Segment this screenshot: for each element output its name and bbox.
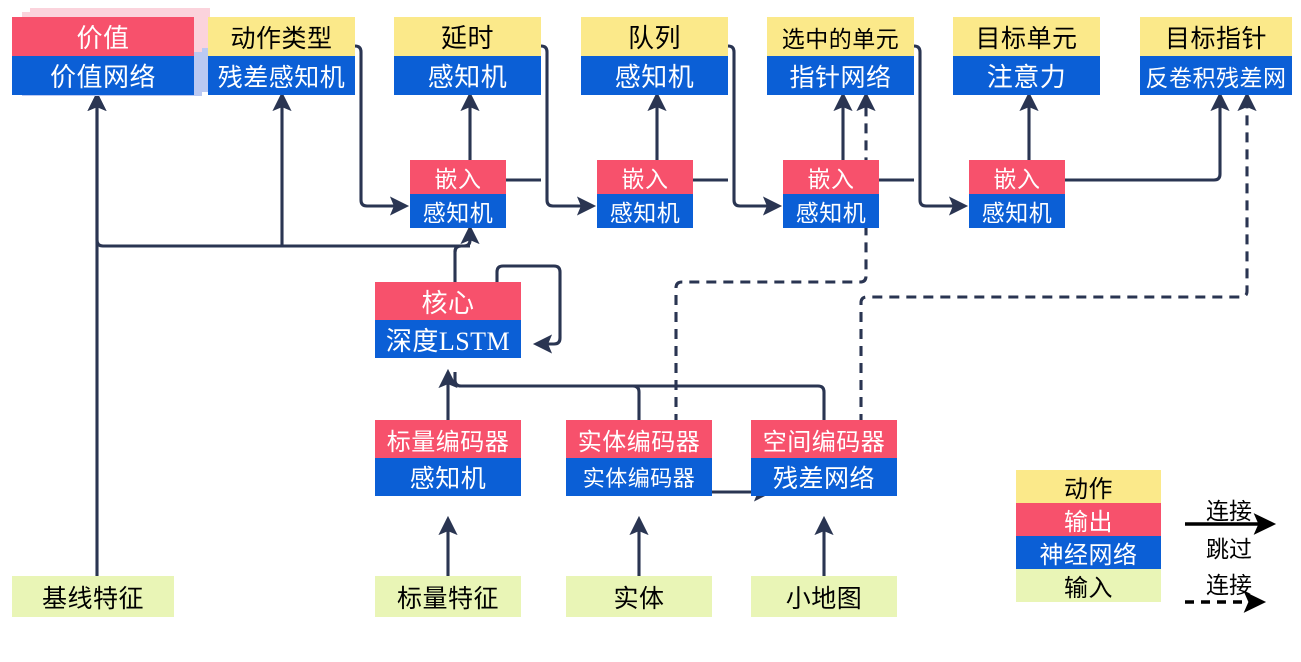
- embed-block-2-output: 嵌入: [597, 160, 693, 194]
- embed-block-4-output: 嵌入: [969, 160, 1065, 194]
- output-head-delay-action: 延时: [394, 17, 541, 56]
- encoder-scalar-net: 感知机: [375, 458, 521, 496]
- encoder-spatial-output: 空间编码器: [751, 420, 897, 458]
- input-entities[interactable]: 实体: [566, 576, 712, 617]
- output-head-action-type-action: 动作类型: [208, 17, 355, 56]
- legend-skip-label-line2: 连接: [1206, 573, 1252, 598]
- legend: 动作 输出 神经网络 输入: [1016, 470, 1161, 602]
- core-block[interactable]: 核心 深度LSTM: [375, 282, 521, 358]
- output-head-action-type[interactable]: 动作类型 残差感知机: [208, 17, 355, 95]
- output-head-target-pointer-net: 反卷积残差网: [1140, 56, 1292, 95]
- legend-connection-label: 连接: [1206, 499, 1252, 524]
- encoder-entity[interactable]: 实体编码器 实体编码器: [566, 420, 712, 496]
- output-head-queue[interactable]: 队列 感知机: [581, 17, 728, 95]
- output-head-target-pointer[interactable]: 目标指针 反卷积残差网: [1140, 17, 1292, 95]
- encoder-scalar-output: 标量编码器: [375, 420, 521, 458]
- core-block-output: 核心: [375, 282, 521, 320]
- encoder-entity-output: 实体编码器: [566, 420, 712, 458]
- wire-spatialenc-bus: [461, 384, 826, 424]
- embed-block-2-net: 感知机: [597, 194, 693, 228]
- legend-swatch-neural-network: 神经网络: [1016, 536, 1161, 569]
- input-baseline-features[interactable]: 基线特征: [12, 576, 174, 617]
- output-head-delay-net: 感知机: [394, 56, 541, 95]
- wire-core-to-embed1: [453, 224, 480, 253]
- embed-block-3-output: 嵌入: [783, 160, 879, 194]
- legend-skip-label-line1: 跳过: [1206, 537, 1252, 562]
- wire-embed4-to-deconv: [1065, 91, 1230, 182]
- embed-block-4[interactable]: 嵌入 感知机: [969, 160, 1065, 228]
- wire-entityenc-bus: [453, 372, 641, 424]
- output-head-target-unit[interactable]: 目标单元 注意力: [953, 17, 1100, 95]
- embed-block-3-net: 感知机: [783, 194, 879, 228]
- embed-block-1-net: 感知机: [410, 194, 506, 228]
- output-head-value-net: 价值网络: [12, 56, 194, 95]
- output-head-value-action: 价值: [12, 17, 194, 56]
- output-head-target-unit-action: 目标单元: [953, 17, 1100, 56]
- embed-block-3[interactable]: 嵌入 感知机: [783, 160, 879, 228]
- output-head-selected-units[interactable]: 选中的单元 指针网络: [767, 17, 914, 95]
- core-block-net: 深度LSTM: [375, 320, 521, 358]
- embed-block-4-net: 感知机: [969, 194, 1065, 228]
- encoder-spatial[interactable]: 空间编码器 残差网络: [751, 420, 897, 496]
- output-head-action-type-net: 残差感知机: [208, 56, 355, 95]
- wire-core-up: [453, 244, 470, 286]
- output-head-delay[interactable]: 延时 感知机: [394, 17, 541, 95]
- legend-swatch-output: 输出: [1016, 503, 1161, 536]
- skip-entityenc-to-pointer: [674, 91, 876, 424]
- output-head-value[interactable]: 价值 价值网络: [12, 17, 194, 95]
- input-minimap[interactable]: 小地图: [751, 576, 897, 617]
- legend-swatch-input: 输入: [1016, 569, 1161, 602]
- embed-block-1[interactable]: 嵌入 感知机: [410, 160, 506, 228]
- output-head-target-unit-net: 注意力: [953, 56, 1100, 95]
- encoder-entity-net: 实体编码器: [566, 458, 712, 496]
- output-head-queue-action: 队列: [581, 17, 728, 56]
- skip-spatialenc-to-deconv: [859, 91, 1257, 424]
- legend-swatch-action: 动作: [1016, 470, 1161, 503]
- output-head-selected-units-net: 指针网络: [767, 56, 914, 95]
- embed-block-2[interactable]: 嵌入 感知机: [597, 160, 693, 228]
- output-head-target-pointer-action: 目标指针: [1140, 17, 1292, 56]
- input-scalar-features[interactable]: 标量特征: [375, 576, 521, 617]
- output-head-selected-units-action: 选中的单元: [767, 17, 914, 56]
- encoder-scalar[interactable]: 标量编码器 感知机: [375, 420, 521, 496]
- encoder-spatial-net: 残差网络: [751, 458, 897, 496]
- embed-block-1-output: 嵌入: [410, 160, 506, 194]
- output-head-queue-net: 感知机: [581, 56, 728, 95]
